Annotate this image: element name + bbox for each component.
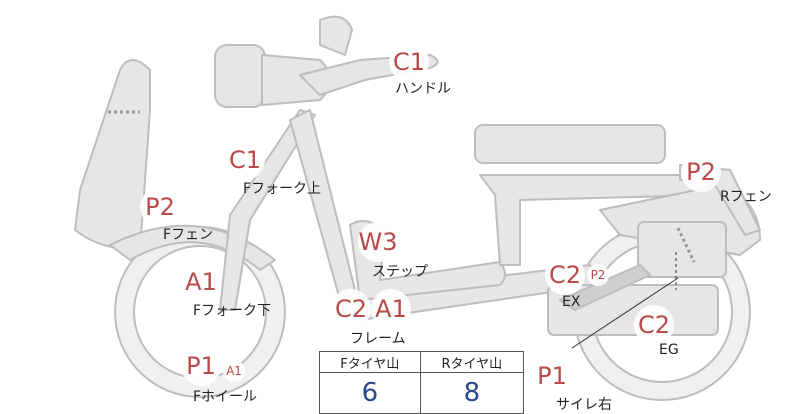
label-rear-fender: Rフェン [720, 189, 772, 205]
label-handle: ハンドル [395, 81, 451, 97]
label-front-wheel: Fホイール [193, 389, 258, 405]
label-front-fender: Fフェン [163, 227, 214, 243]
label-fork-lower: Fフォーク下 [193, 303, 272, 319]
badge-exhaust-sub: P2 [587, 264, 609, 286]
badge-engine: C2 [634, 305, 674, 345]
mirror [319, 15, 353, 56]
badge-side-cover-right: P1 [532, 356, 572, 396]
badge-fork-upper: C1 [225, 140, 265, 180]
value-front-tire: 6 [319, 372, 421, 414]
carrier-dash [676, 227, 696, 263]
badge-step: W3 [358, 222, 398, 262]
badge-front-fender: P2 [140, 187, 180, 227]
badge-exhaust: C2 [545, 255, 585, 295]
badge-front-wheel-sub: A1 [223, 360, 245, 382]
label-side-cover-right: サイレ右 [556, 397, 612, 413]
badge-frame-a1: A1 [371, 289, 411, 329]
label-step: ステップ [372, 264, 428, 280]
header-front-tire: Fタイヤ山 [319, 351, 421, 373]
headlight [214, 44, 266, 108]
badge-front-wheel: P1 [181, 346, 221, 386]
exhaust-leader-line [571, 277, 679, 349]
badge-rear-fender: P2 [681, 152, 721, 192]
exhaust-pipe [559, 264, 651, 311]
tire-tread-table: Fタイヤ山 Rタイヤ山 6 8 [319, 351, 525, 414]
label-exhaust: EX [562, 294, 581, 310]
badge-fork-lower: A1 [181, 262, 221, 302]
value-rear-tire: 8 [419, 372, 525, 414]
label-engine: EG [659, 342, 679, 358]
seat [474, 124, 666, 164]
front-shield [74, 59, 151, 251]
header-rear-tire: Rタイヤ山 [419, 351, 525, 373]
main-frame [289, 109, 361, 319]
exhaust-box [637, 221, 727, 278]
badge-frame-c2: C2 [331, 289, 371, 329]
label-fork-upper: Fフォーク上 [243, 181, 322, 197]
label-frame: フレーム [350, 331, 406, 347]
badge-handle: C1 [389, 42, 429, 82]
